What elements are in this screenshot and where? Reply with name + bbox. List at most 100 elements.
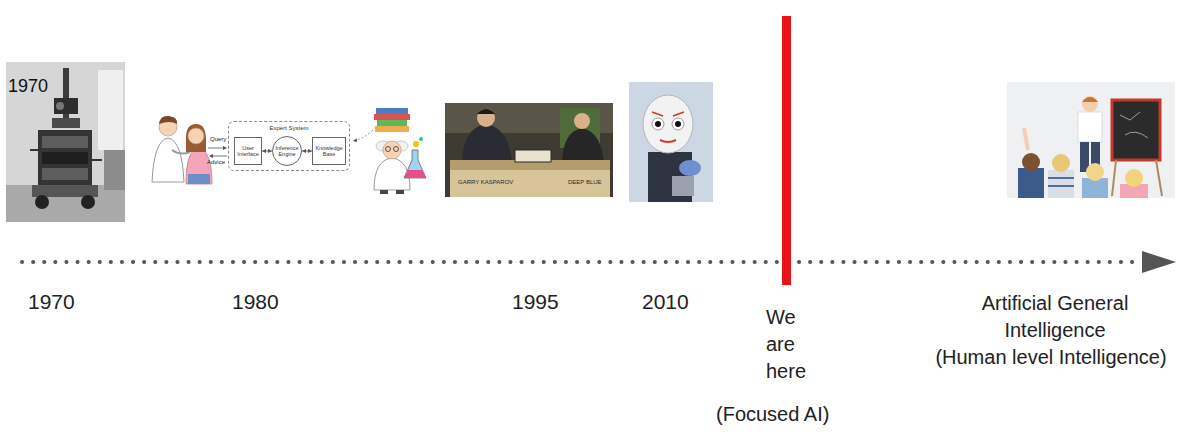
arrow-label: Advice [207,159,225,166]
query-advice-arrows-part [213,156,227,157]
robot-photo-part [38,130,92,185]
classroom-photo-part [1048,170,1074,198]
classroom-photo-part [1086,163,1104,181]
query-advice-arrows-part [223,146,227,150]
professor-cartoon-part [396,190,404,194]
professor-cartoon-part [377,120,407,126]
chess-match-photo-part [574,113,590,129]
classroom-photo-part [1120,112,1148,138]
doctor-patient-cartoon-part [186,148,212,184]
professor-cartoon-part [374,158,410,190]
robot-photo-part [30,149,38,151]
humanoid-robot-photo-part [673,112,684,116]
classroom-photo-part [1024,128,1028,150]
robot-photo-part [6,185,125,222]
chess-match-photo-part [450,170,610,197]
robot-photo-part [42,168,88,180]
doctor-patient-cartoon-part [188,174,210,184]
classroom-photo [1007,82,1175,198]
robot-photo-part [56,102,64,110]
arrow-label: Query [210,136,226,143]
classroom-photo-part [1022,153,1040,171]
classroom-photo-part [1048,185,1074,187]
engine-circle: Inference Engine [272,136,302,166]
robot-photo-part [92,159,102,161]
classroom-photo-part [1018,168,1044,198]
professor-cartoon-part [374,114,410,120]
humanoid-robot-photo-part [643,95,693,153]
chess-match-photo-part [562,128,604,165]
present-marker-label: We are here [766,304,822,385]
robot-photo-part [104,150,125,190]
humanoid-robot-photo [629,82,713,202]
query-advice-arrows [208,146,227,158]
chess-match-photo-part [477,109,495,127]
doctor-patient-cartoon [152,116,212,184]
connector-arrow [262,151,272,152]
timeline-axis [22,251,1176,273]
doctor-patient-cartoon-part [159,116,177,124]
goal-note: (Human level Intelligence) [915,344,1187,371]
professor-cartoon-part [375,126,409,132]
chess-match-photo-part [515,150,551,162]
professor-cartoon-part [419,137,423,141]
node-text: Knowledge Base [315,145,342,158]
present-marker-note: (Focused AI) [716,402,829,426]
year-label: 1970 [28,289,75,314]
robot-photo-part [6,62,125,222]
humanoid-robot-photo-part [652,118,664,130]
robot-photo-part [42,152,88,164]
classroom-photo-part [1082,96,1098,112]
robot-photo-part [63,68,69,126]
humanoid-robot-photo-part [652,112,663,116]
node-text: User Interface [237,145,258,158]
humanoid-robot-photo-part [660,140,676,142]
doctor-patient-cartoon-part [152,138,184,182]
nameplate-text: DEEP BLUE [568,179,602,186]
year-label: 1995 [512,289,559,314]
classroom-photo-part [1078,112,1102,142]
robot-photo-part [42,136,88,148]
robot-photo-part [81,195,95,209]
year-label: 1980 [232,289,279,314]
classroom-photo-part [1112,100,1160,160]
group-heading: Expert System [229,122,349,132]
nameplate-text: GARRY KASPAROV [458,179,513,186]
classroom-photo-part [1048,177,1074,179]
classroom-photo-part [1052,154,1070,172]
professor-cartoon-part [394,147,399,152]
component-box: User Interface [234,137,262,165]
doctor-patient-cartoon-part [186,124,206,152]
professor-cartoon-part [380,190,388,194]
professor-cartoon-part [404,150,426,178]
query-advice-arrows-part [209,154,213,158]
connector-arrow [302,151,312,152]
robot-photo-part [98,70,123,150]
doctor-patient-cartoon-part [188,128,204,144]
chess-match-photo-part [462,124,512,165]
professor-cartoon-part [404,170,426,178]
robot-photo [6,62,125,222]
humanoid-robot-photo-part [675,121,681,127]
professor-cartoon-part [413,141,419,147]
classroom-photo-part [1125,169,1143,187]
goal-label: Artificial General Intelligence [935,290,1175,344]
professor-cartoon-part [383,141,401,159]
query-advice-arrows-part [208,148,223,149]
classroom-photo-part [1007,82,1175,198]
chess-match-photo-part [445,103,613,197]
professor-cartoon-part [376,108,408,114]
classroom-photo-part [1156,160,1162,196]
photo-year-label: 1970 [8,75,48,97]
professor-cartoon-part [386,147,391,152]
timeline-axis-part [22,260,1138,264]
humanoid-robot-photo-part [679,160,701,176]
professor-cartoon [374,108,426,194]
present-marker-line [782,16,791,285]
chess-match-photo [445,103,613,197]
humanoid-robot-photo-part [672,118,684,130]
classroom-photo-part [1082,97,1098,102]
